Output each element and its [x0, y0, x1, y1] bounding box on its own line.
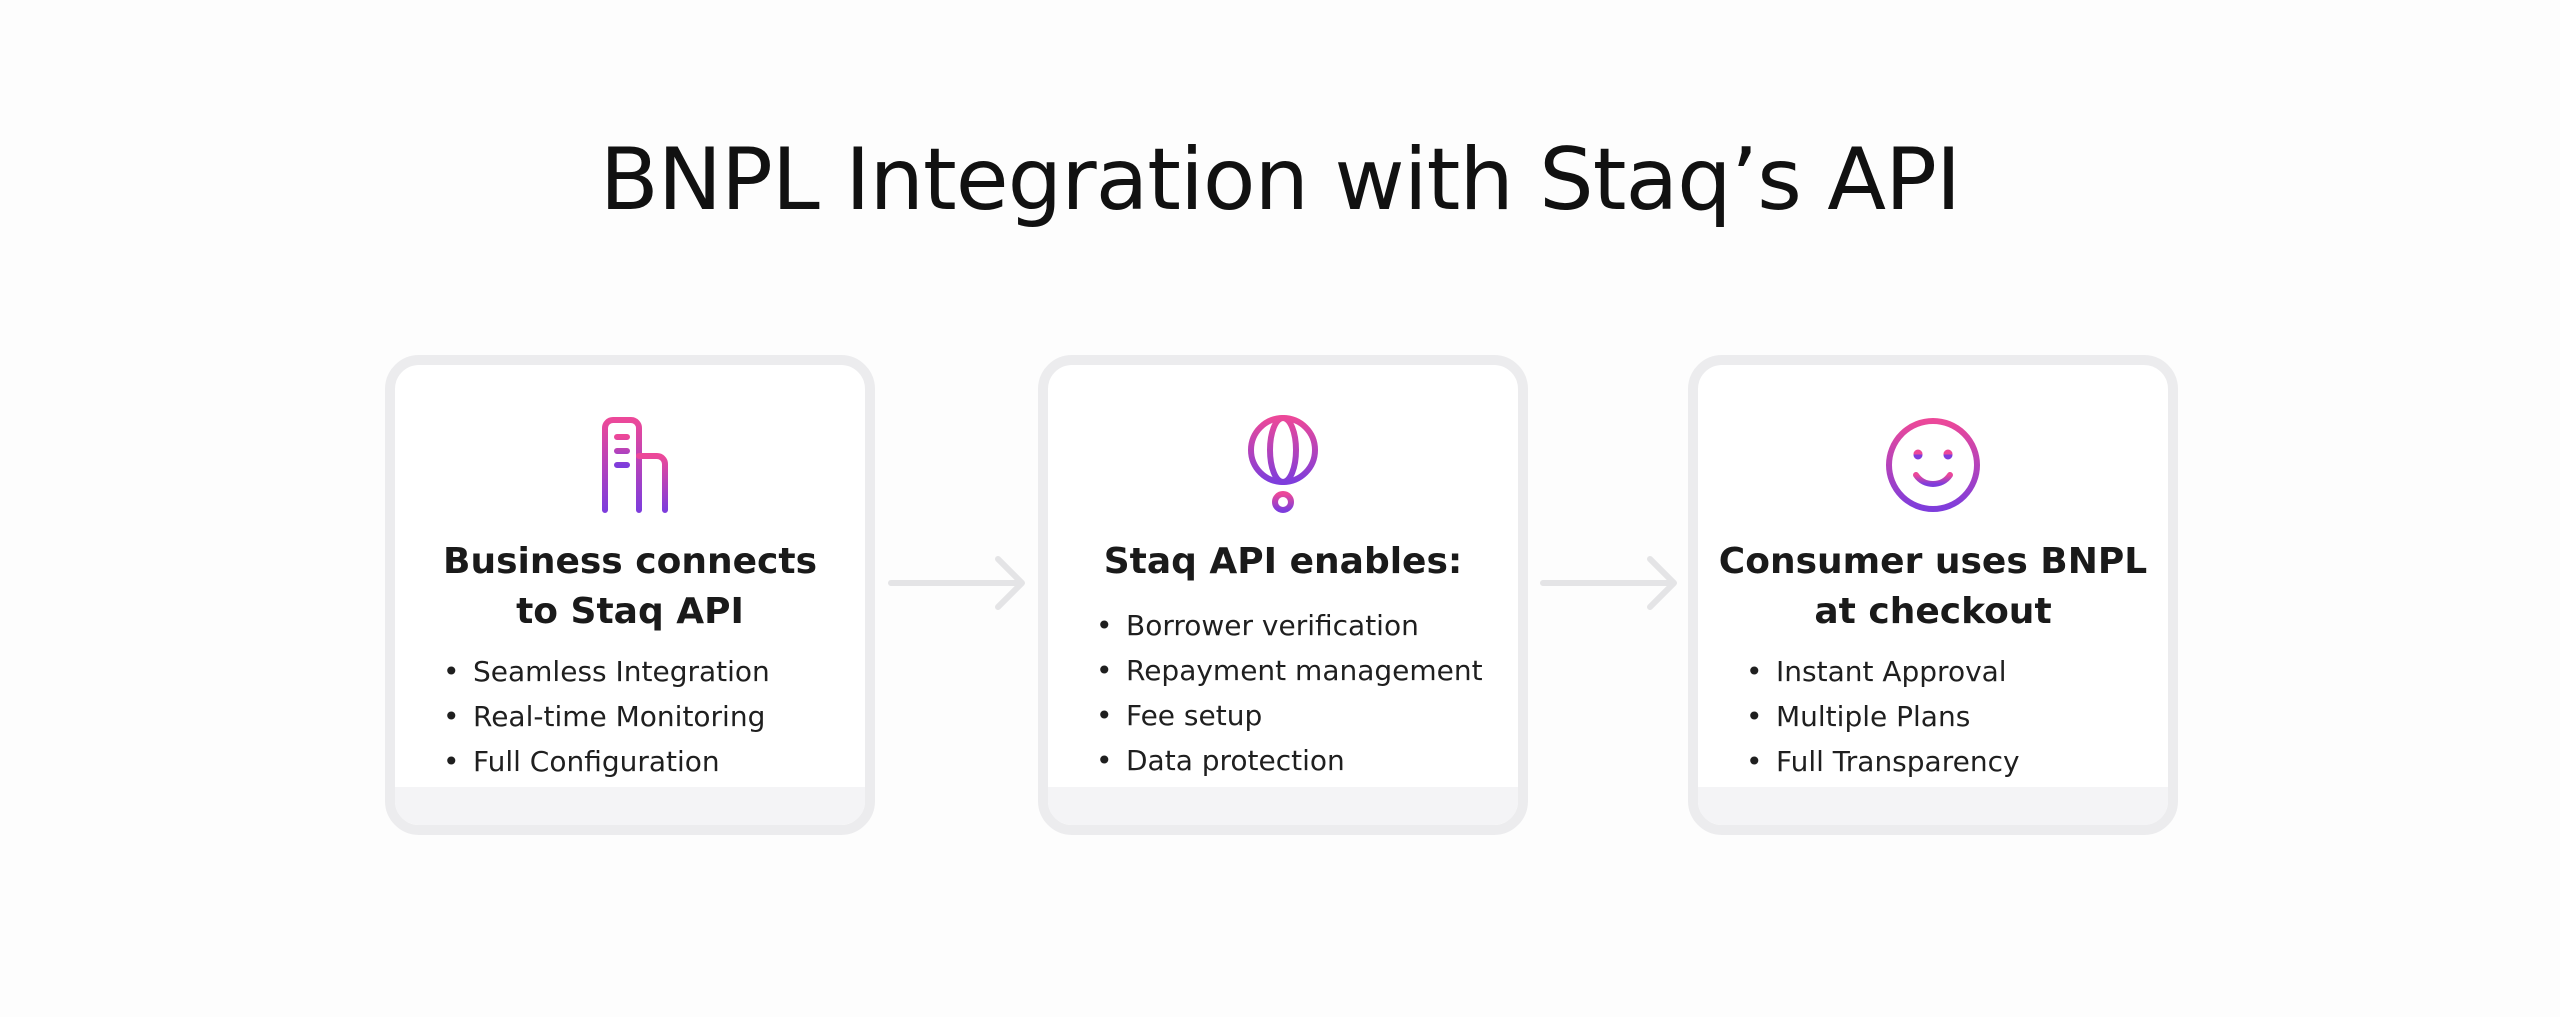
arrow-right-icon [888, 556, 1025, 610]
heading-line: Staq API enables: [1103, 541, 1463, 582]
list-item: Seamless Integration [443, 649, 770, 694]
card-footer-band [1698, 787, 2168, 825]
step-card-business: Business connects to Staq API Seamless I… [385, 355, 875, 835]
step-heading: Consumer uses BNPL at checkout [1698, 537, 2168, 637]
step-card-api: Staq API enables: Borrower verification … [1038, 355, 1528, 835]
heading-line: at checkout [1814, 591, 2052, 632]
heading-line: to Staq API [516, 591, 744, 632]
card-footer-band [395, 787, 865, 825]
step-heading: Staq API enables: [1048, 537, 1518, 587]
globe-network-icon [1240, 415, 1326, 513]
list-item: Data protection [1096, 738, 1483, 783]
list-item: Real-time Monitoring [443, 694, 770, 739]
feature-list: Instant Approval Multiple Plans Full Tra… [1746, 649, 2020, 784]
card-footer-band [1048, 787, 1518, 825]
heading-line: Business connects [443, 541, 817, 582]
feature-list: Borrower verification Repayment manageme… [1096, 603, 1483, 783]
step-card-consumer: Consumer uses BNPL at checkout Instant A… [1688, 355, 2178, 835]
list-item: Repayment management [1096, 648, 1483, 693]
heading-line: Consumer uses BNPL [1718, 541, 2148, 582]
smiley-face-icon [1886, 418, 1980, 512]
list-item: Borrower verification [1096, 603, 1483, 648]
step-heading: Business connects to Staq API [395, 537, 865, 637]
list-item: Full Configuration [443, 739, 770, 784]
feature-list: Seamless Integration Real-time Monitorin… [443, 649, 770, 784]
list-item: Multiple Plans [1746, 694, 2020, 739]
list-item: Full Transparency [1746, 739, 2020, 784]
list-item: Fee setup [1096, 693, 1483, 738]
list-item: Instant Approval [1746, 649, 2020, 694]
building-icon [592, 417, 678, 513]
page-title: BNPL Integration with Staq’s API [599, 130, 1962, 230]
arrow-right-icon [1540, 556, 1677, 610]
